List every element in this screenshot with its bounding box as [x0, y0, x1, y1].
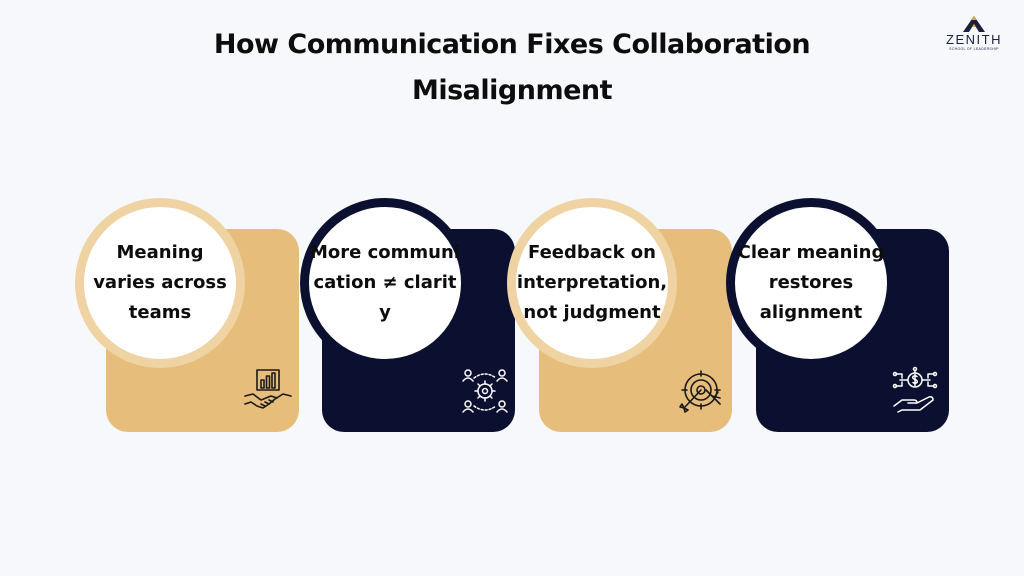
brand-logo: ZENITH School of Leadership	[936, 16, 1012, 52]
card-3-text: Feedback on interpretation, not judgment	[516, 242, 668, 323]
card-1-circle: Meaning varies across teams	[75, 198, 245, 368]
card-4-circle: Clear meaning restores alignment	[726, 198, 896, 368]
team-gear-network-icon	[460, 366, 510, 416]
card-3-circle: Feedback on interpretation, not judgment	[507, 198, 677, 368]
title-line-1: How Communication Fixes Collaboration	[213, 29, 811, 60]
card-2-circle: More communication ≠ clarity	[300, 198, 470, 368]
hand-coin-network-icon	[890, 366, 940, 416]
card-1-text: Meaning varies across teams	[93, 242, 227, 323]
title-line-2: Misalignment	[411, 75, 613, 106]
mountain-peak-icon	[963, 16, 985, 32]
card-4-text: Clear meaning restores alignment	[737, 242, 885, 323]
page-title: How Communication Fixes Collaboration Mi…	[0, 22, 1024, 114]
logo-name: ZENITH	[946, 32, 1002, 47]
card-2-text: More communication ≠ clarity	[310, 242, 460, 323]
handshake-chart-icon	[243, 366, 293, 416]
target-arrow-icon	[676, 366, 726, 416]
logo-tagline: School of Leadership	[949, 47, 999, 51]
